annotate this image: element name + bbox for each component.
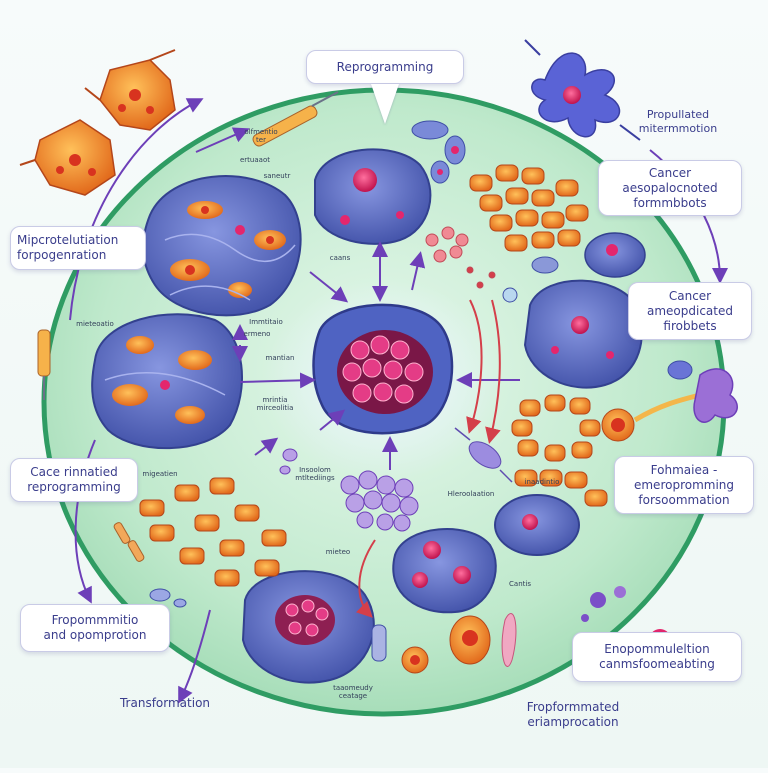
label-formation-line3: forsoommation — [638, 492, 730, 507]
micro-label-m: inaadintio — [524, 478, 560, 486]
label-enopomulation-line1: Enopommuleltion — [604, 642, 710, 656]
stromal-fiber-right — [633, 392, 701, 423]
micro-label-g: ermeno — [243, 330, 271, 338]
label-oppression-line1: Fropommmitio — [51, 613, 139, 627]
pink-granules — [425, 226, 496, 289]
purple-macrophage-right — [667, 360, 738, 423]
label-populated-inflammation: Propullated mitermmotion — [608, 108, 748, 136]
dendritic-cell — [524, 39, 641, 141]
micro-label-h: mantian — [265, 354, 295, 362]
micro-label-b: ertuaaot — [240, 156, 270, 164]
small-cell-right-top — [584, 232, 646, 278]
micro-label-e: mieteoatio — [76, 320, 114, 328]
label-cancer-reprog-line1: Cace rinnatied — [30, 465, 118, 479]
purple-spheres-lower-right — [581, 586, 626, 622]
label-enopomulation: Enopommuleltion canmsfoomeabting — [572, 632, 742, 682]
orange-cell-cluster-top-right — [469, 164, 589, 252]
label-transformation-text: Transformation — [119, 696, 211, 710]
micro-label-p: taaomeudy ceatage — [318, 684, 388, 700]
label-populated-line2: mitermmotion — [638, 122, 718, 135]
micro-label-a: olfmentio ter — [236, 128, 286, 144]
micro-label-k: Insoolom mtltediings — [280, 466, 350, 482]
micro-label-p-line2: ceatage — [338, 692, 368, 700]
orange-tiles-bottom-left — [139, 477, 287, 587]
micro-label-k-line1: Insoolom — [299, 466, 331, 474]
outer-arrow-top-left — [69, 98, 204, 321]
micro-label-j: migeatien — [142, 470, 178, 478]
label-caf-mid-line2: ameopdicated — [647, 303, 733, 318]
tumor-cell-right — [523, 279, 643, 389]
outer-arrow-bottom-left — [178, 609, 211, 704]
label-reprocessed-line1: Fropformmated — [526, 700, 620, 714]
small-cells-bottom-left — [149, 448, 298, 608]
micro-label-c: saneutr — [263, 172, 291, 180]
label-transformation: Transformation — [100, 696, 230, 711]
micro-label-l: Hleroolaation — [447, 490, 495, 498]
micro-label-i: mrintia mirceolitia — [240, 396, 310, 412]
micro-label-a-line2: ter — [256, 136, 266, 144]
syringe-left — [37, 329, 51, 400]
micro-label-o: Cantis — [509, 580, 531, 588]
orange-fibroblast-cluster — [19, 49, 176, 196]
label-formation-line2: emeropromming — [633, 477, 735, 492]
tumor-cell-top-left — [142, 175, 302, 317]
orange-cell-cluster-lower-right — [514, 469, 608, 507]
label-caf-mid-line1: Cancer — [668, 288, 712, 303]
vesicle-cluster — [340, 470, 419, 532]
label-reprocessed-line2: eriamprocation — [527, 715, 619, 729]
micro-label-i-line2: mirceolitia — [256, 404, 294, 412]
label-cancer-reprogramming: Cace rinnatied reprogramming — [10, 458, 138, 502]
central-tumor-cell — [312, 303, 454, 435]
label-caf-top-line3: formmbbots — [633, 195, 707, 210]
micro-label-p-line1: taaomeudy — [333, 684, 373, 692]
label-reprogramming-oppression: Fropommmitio and opomprotion — [20, 604, 170, 652]
label-caf-mid-line3: firobbets — [663, 318, 717, 333]
red-nucleus-right — [611, 418, 625, 432]
label-cancer-reprog-line2: reprogramming — [27, 480, 121, 494]
orange-cells-bottom — [371, 615, 491, 674]
micro-label-d: caans — [329, 254, 351, 262]
label-caf-mid: Cancer ameopdicated firobbets — [628, 282, 752, 340]
small-immune-cell — [502, 256, 559, 303]
orange-ring-cluster — [511, 394, 635, 462]
tumor-cell-left — [91, 313, 243, 450]
label-microenv-line2: forpogenration — [17, 248, 107, 262]
tumor-cell-lower-right — [494, 494, 580, 556]
micro-label-i-line1: mrintia — [262, 396, 288, 404]
label-microenv-line1: Mipcrotelutiation — [17, 233, 119, 247]
label-microenv-reprogramming: Mipcrotelutiation forpogenration — [10, 226, 146, 270]
label-formation-line1: Fohmaiea - — [650, 462, 718, 477]
rod-cells-left — [113, 522, 145, 562]
label-pointer-top — [371, 84, 399, 124]
tumor-cell-bottom — [241, 570, 375, 684]
label-caf-top-line1: Cancer — [648, 165, 692, 180]
label-reprocessed-inflammation: Fropformmated eriamprocation — [498, 700, 648, 730]
micro-label-n: mieteo — [325, 548, 351, 556]
micro-label-a-line1: olfmentio — [244, 128, 278, 136]
red-arrows — [355, 299, 501, 618]
label-caf-top: Cancer aesopalocnoted formmbbots — [598, 160, 742, 216]
small-cells-top — [411, 120, 466, 184]
label-oppression-line2: and opomprotion — [43, 628, 147, 642]
label-enopomulation-line2: canmsfoomeabting — [599, 657, 715, 671]
label-formation-reprogramming: Fohmaiea - emeropromming forsoommation — [614, 456, 754, 514]
center-arrows — [232, 241, 520, 470]
label-populated-line1: Propullated — [646, 108, 710, 121]
label-caf-top-line2: aesopalocnoted — [622, 180, 718, 195]
micro-label-k-line2: mtltediings — [295, 474, 335, 482]
spiky-particle — [454, 427, 513, 483]
label-reprogramming-top-text: Reprogramming — [336, 59, 434, 74]
tumor-cells-bottom-center — [392, 528, 497, 614]
syringe-top — [195, 91, 339, 153]
micro-label-f: Immtitaio — [249, 318, 283, 326]
label-reprogramming-top: Reprogramming — [306, 50, 464, 84]
tumor-cell-top-center — [314, 148, 432, 245]
